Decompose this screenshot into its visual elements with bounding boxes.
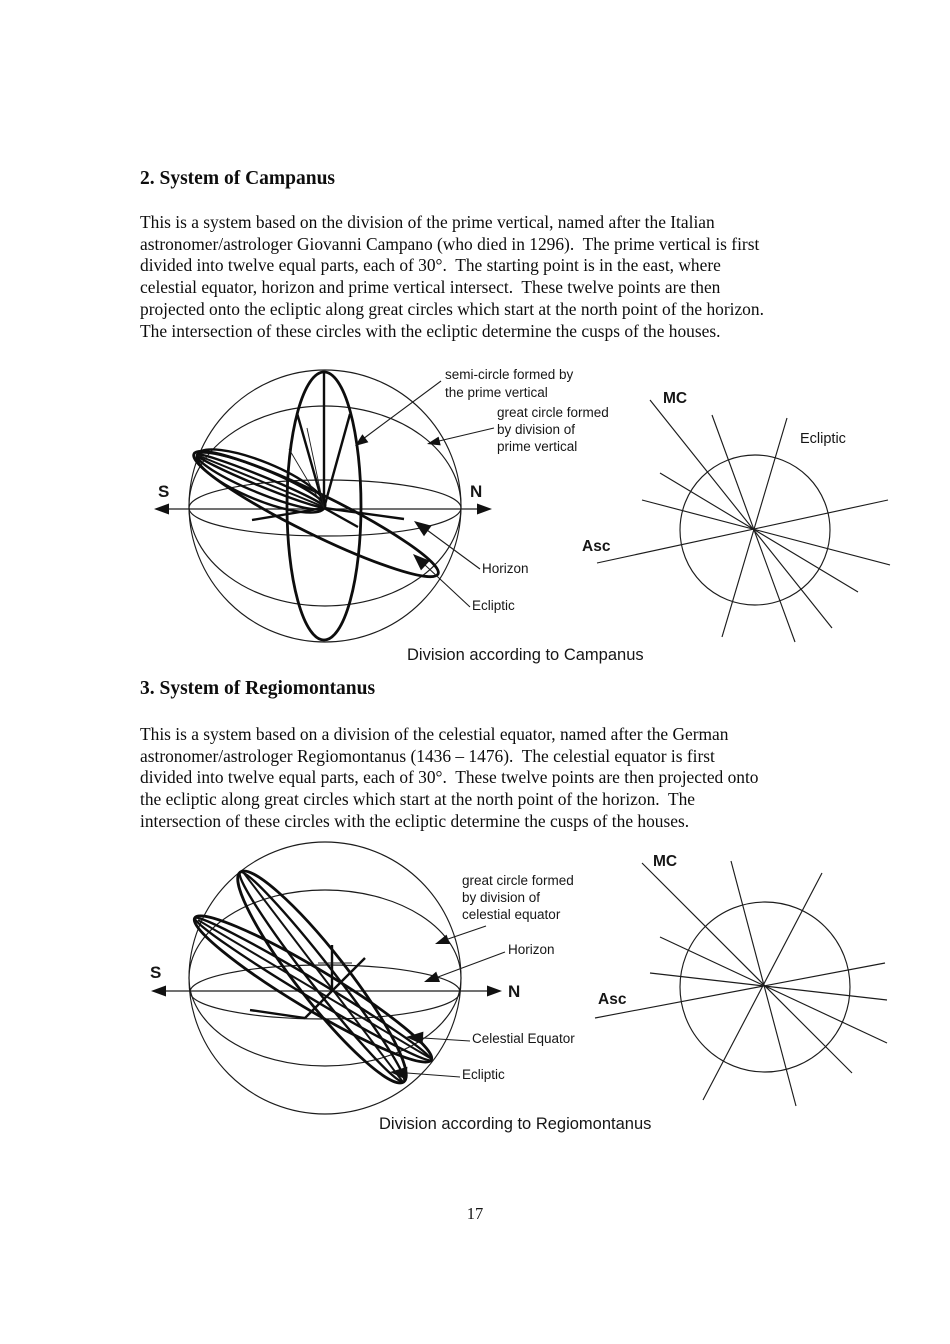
cusp-line-mc xyxy=(641,862,853,1074)
great-circle-label-line2: by division of xyxy=(462,890,540,905)
great-circle-leader xyxy=(447,925,487,940)
celestial-equator-leader xyxy=(422,1037,471,1042)
centre-line xyxy=(249,1008,306,1020)
cusp-line xyxy=(641,499,891,566)
centre-line xyxy=(331,957,366,992)
great-circle-arrow-icon xyxy=(427,436,441,446)
bundle-chord xyxy=(242,871,404,1083)
ecliptic-ellipse-group xyxy=(192,449,440,579)
wheel-circle xyxy=(679,901,851,1073)
horizon-arrow-icon xyxy=(414,521,432,537)
body-line: projected onto the ecliptic along great … xyxy=(140,298,764,319)
prime-vertical-ellipse xyxy=(285,370,363,642)
cusp-line xyxy=(649,972,888,1001)
fan-line xyxy=(323,506,359,529)
body-line: the ecliptic along great circles which s… xyxy=(140,789,696,810)
section-regiomontanus-heading: 3. System of Regiomontanus xyxy=(140,678,376,699)
body-line: divided into twelve equal parts, each of… xyxy=(140,767,759,788)
ecliptic-label: Ecliptic xyxy=(472,598,515,613)
semi-circle-label-line1: semi-circle formed by xyxy=(445,367,574,382)
section-campanus-heading: 2. System of Campanus xyxy=(140,168,336,189)
division-great-circle-ellipse xyxy=(188,889,462,1067)
great-circle-label-line1: great circle formed xyxy=(497,405,609,420)
great-circle-arrow-icon xyxy=(435,934,450,944)
celestial-equator-arrow-icon xyxy=(406,1031,424,1045)
fan-line-thin xyxy=(306,427,325,509)
asc-label: Asc xyxy=(582,538,611,555)
semi-circle-arrow-icon xyxy=(355,434,369,446)
fan-line xyxy=(251,506,325,522)
north-label: N xyxy=(508,982,520,1001)
body-line: The intersection of these circles with t… xyxy=(140,320,721,341)
cusp-line-ecliptic xyxy=(721,417,788,638)
asc-label: Asc xyxy=(598,991,627,1008)
horizon-leader xyxy=(437,951,506,978)
great-circle-label-line2: by division of xyxy=(497,422,575,437)
south-label: S xyxy=(150,963,161,982)
campanus-house-wheel: MC Ecliptic Asc xyxy=(582,390,891,643)
bundle-chord xyxy=(197,919,431,1059)
campanus-sphere-diagram: semi-circle formed by the prime vertical… xyxy=(154,367,609,643)
regiomontanus-sphere-diagram: great circle formed by division of celes… xyxy=(150,841,575,1115)
bundle-chord xyxy=(196,454,325,508)
ecliptic-arrow-icon xyxy=(390,1066,408,1080)
south-label: S xyxy=(158,482,169,501)
south-arrow-icon xyxy=(154,503,169,515)
mc-label: MC xyxy=(663,390,687,407)
ecliptic-label: Ecliptic xyxy=(462,1067,505,1082)
body-line: celestial equator, horizon and prime ver… xyxy=(140,277,721,298)
centre-segments xyxy=(249,945,366,1020)
division-radii-fan xyxy=(251,373,405,529)
regiomontanus-house-wheel: MC Asc xyxy=(594,853,888,1107)
mc-label: MC xyxy=(653,853,677,870)
cusp-line xyxy=(659,936,888,1044)
fan-line xyxy=(323,506,405,521)
horizon-label: Horizon xyxy=(482,561,529,576)
body-line: This is a system based on a division of … xyxy=(140,724,729,744)
ecliptic-leader xyxy=(406,1072,461,1078)
north-arrow-icon xyxy=(477,503,492,515)
cusp-line-asc xyxy=(596,499,889,564)
campanus-figure-caption: Division according to Campanus xyxy=(407,646,644,664)
ecliptic-ellipse xyxy=(192,449,440,579)
centre-line xyxy=(304,990,333,1019)
great-circle-leader xyxy=(438,427,495,442)
fan-line xyxy=(295,412,326,509)
horizon-leader xyxy=(426,529,481,570)
section-regiomontanus-body: This is a system based on a division of … xyxy=(140,724,759,833)
wheel-circle xyxy=(679,454,831,606)
horizon-arrow-icon xyxy=(424,971,440,982)
semi-circle-label-line2: the prime vertical xyxy=(445,385,548,400)
north-label: N xyxy=(470,482,482,501)
north-arrow-icon xyxy=(487,985,502,997)
cusp-line xyxy=(711,414,796,643)
south-arrow-icon xyxy=(151,985,166,997)
celestial-equator-label: Celestial Equator xyxy=(472,1031,575,1046)
ecliptic-arrow-icon xyxy=(413,554,430,571)
fan-line-thin xyxy=(288,448,325,509)
wheel-ecliptic-label: Ecliptic xyxy=(800,431,846,447)
page-number: 17 xyxy=(466,1204,484,1223)
ecliptic-leader xyxy=(424,564,471,608)
bundle-ellipse-inner xyxy=(193,916,433,1062)
great-circle-label-line1: great circle formed xyxy=(462,873,574,888)
body-line: astronomer/astrologer Regiomontanus (143… xyxy=(140,745,715,766)
regiomontanus-figure-caption: Division according to Regiomontanus xyxy=(379,1115,652,1133)
semi-circle-leader xyxy=(362,380,442,440)
body-line: intersection of these circles with the e… xyxy=(140,810,690,831)
equator-bundle xyxy=(192,914,434,1064)
body-line: This is a system based on the division o… xyxy=(140,212,715,232)
great-circle-label-line3: prime vertical xyxy=(497,439,577,454)
cusp-line-mc xyxy=(649,399,833,629)
great-circle-label-line3: celestial equator xyxy=(462,907,561,922)
body-line: divided into twelve equal parts, each of… xyxy=(140,255,721,276)
horizon-label: Horizon xyxy=(508,942,555,957)
body-line: astronomer/astrologer Giovanni Campano (… xyxy=(140,233,760,254)
cusp-line xyxy=(659,472,859,593)
fan-line xyxy=(322,413,352,509)
cusp-line-asc xyxy=(594,962,886,1019)
section-campanus-body: This is a system based on the division o… xyxy=(140,212,764,342)
